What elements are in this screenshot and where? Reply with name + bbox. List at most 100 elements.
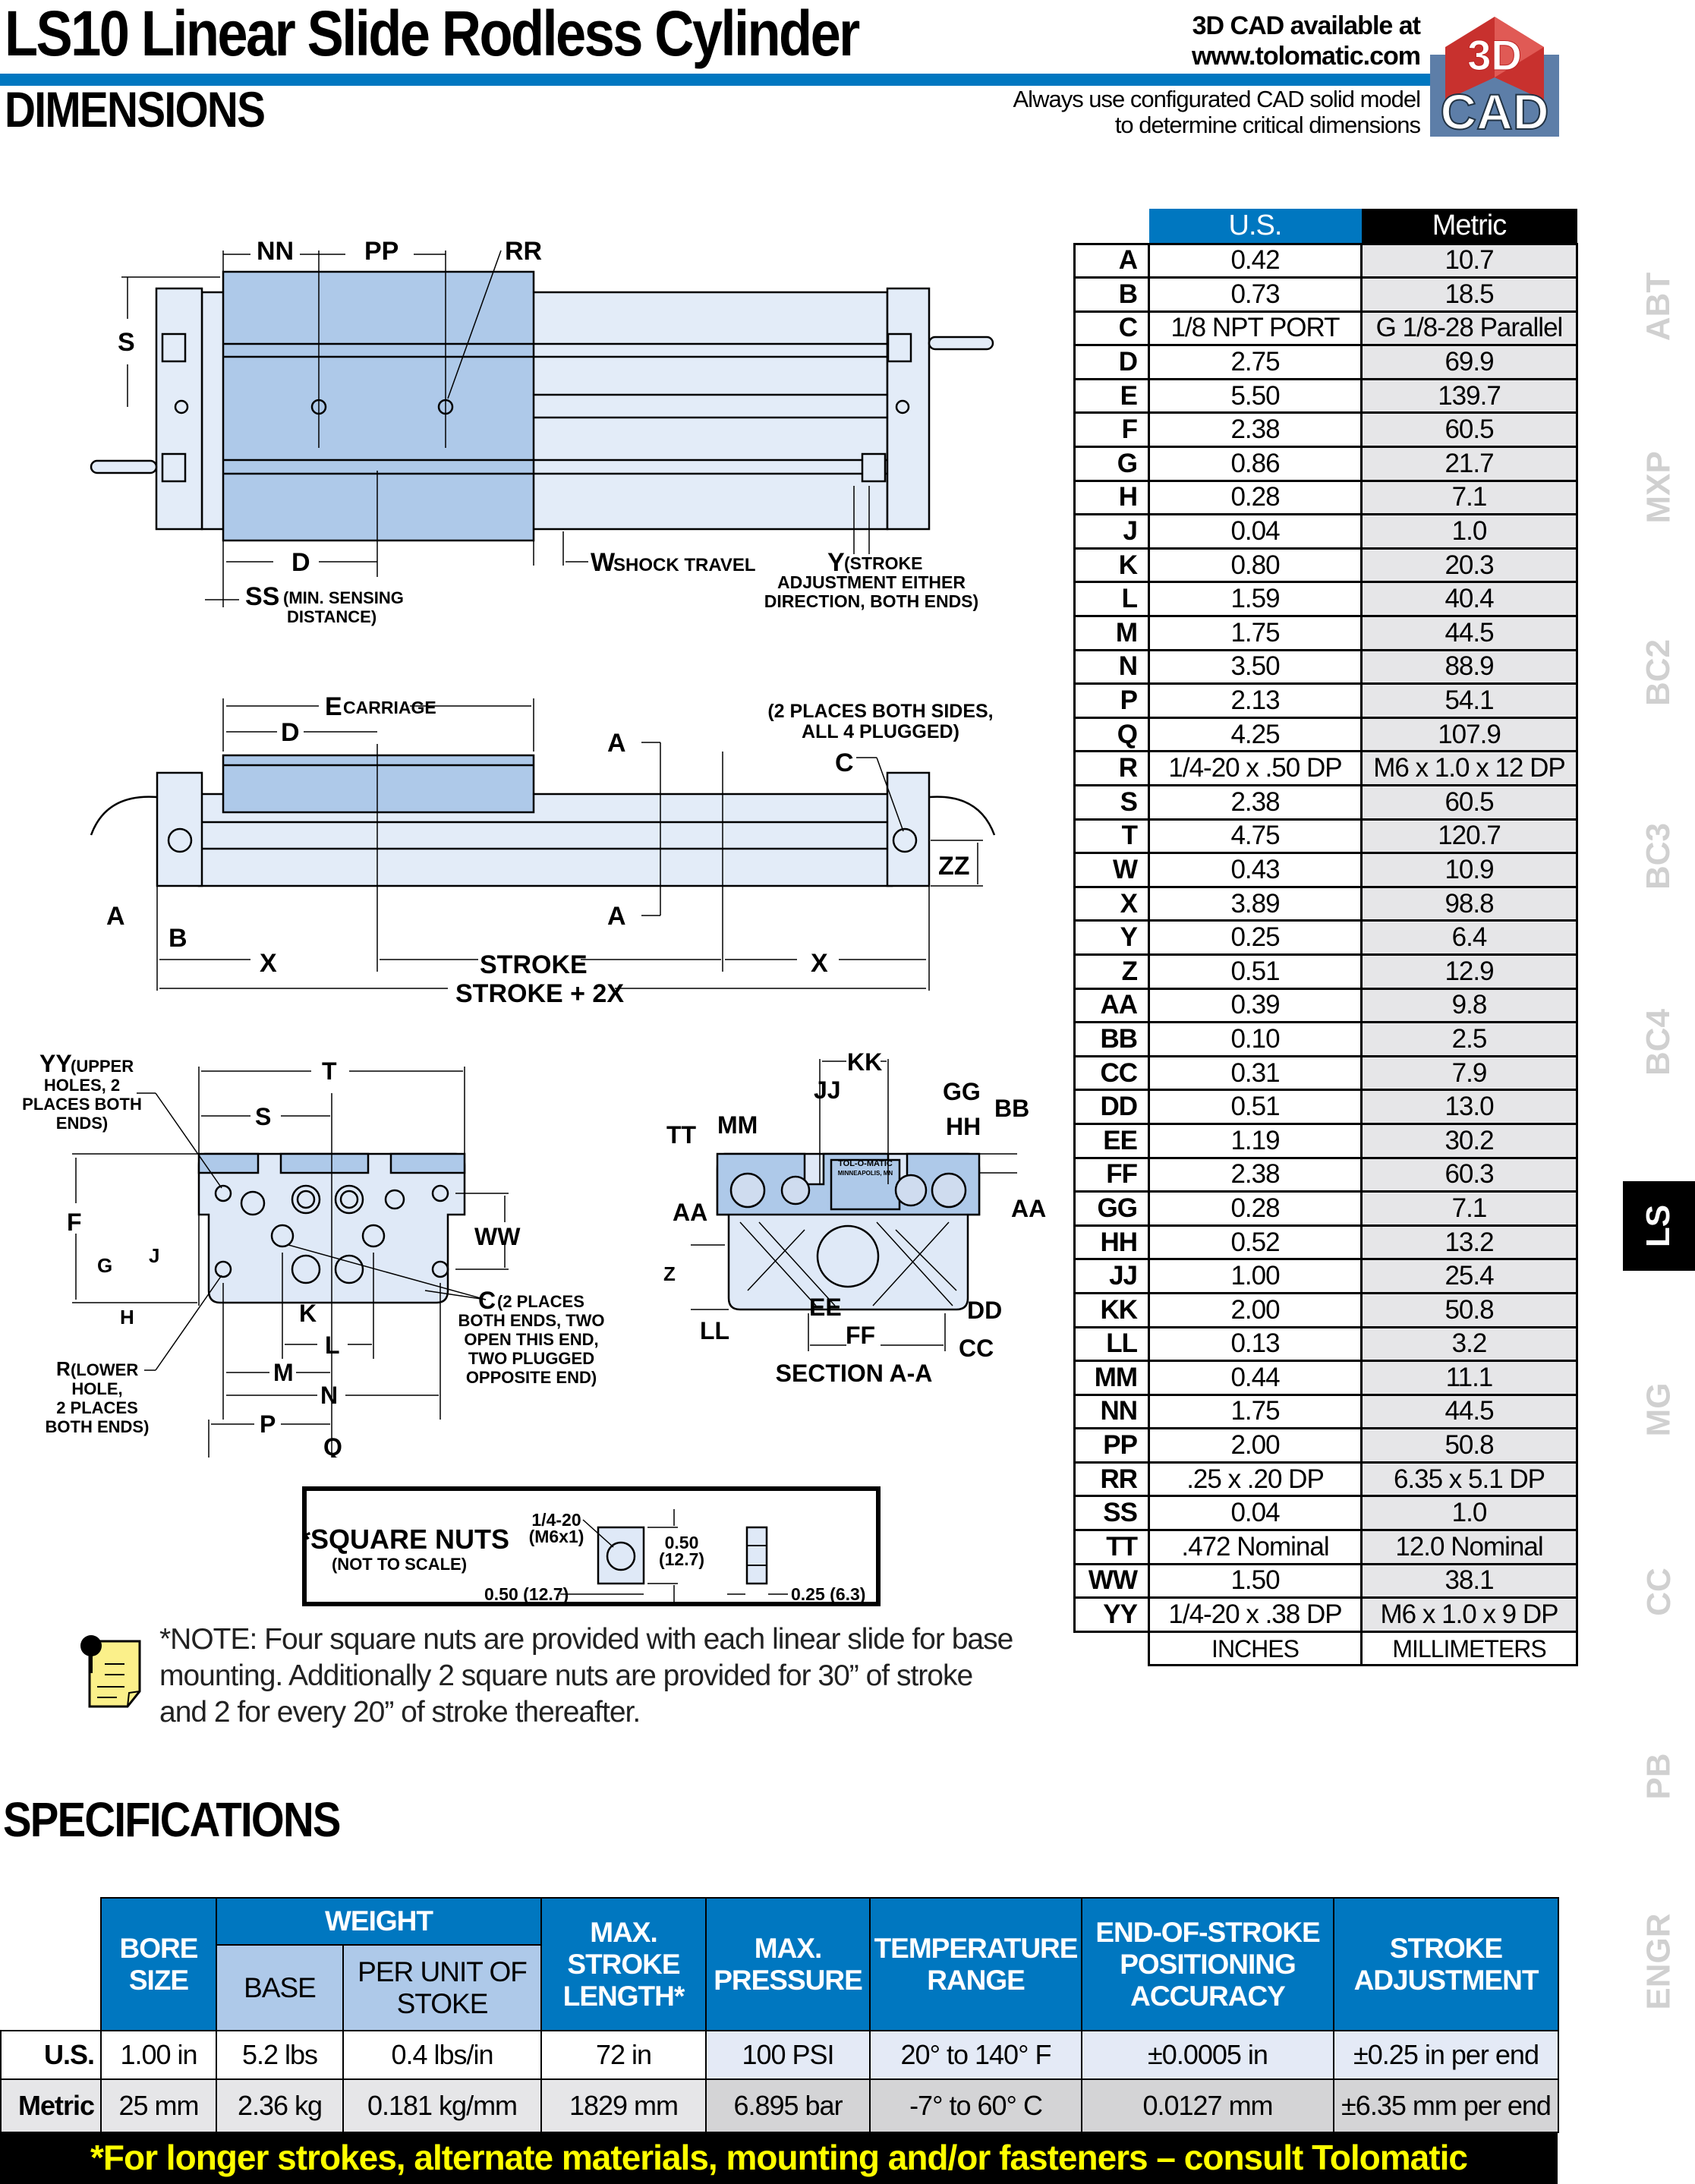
label-r-note-4: BOTH ENDS) [46, 1417, 150, 1436]
dimension-us: 2.00 [1148, 1427, 1363, 1464]
dimension-key: AA [1073, 987, 1150, 1024]
dimension-metric: 50.8 [1360, 1427, 1578, 1464]
dimension-us: 0.42 [1148, 242, 1363, 279]
side-tab-bc4[interactable]: BC4 [1623, 997, 1695, 1087]
section-title-dimensions: DIMENSIONS [5, 81, 266, 137]
dimension-metric: 18.5 [1360, 276, 1578, 313]
dimension-metric: 60.5 [1360, 784, 1578, 821]
nut-height-mm: (12.7) [659, 1549, 704, 1569]
dimension-metric: G 1/8-28 Parallel [1360, 310, 1578, 347]
label-r-note-3: 2 PLACES [56, 1398, 138, 1417]
label-ports-note-2: ALL 4 PLUGGED) [802, 721, 959, 742]
label-yy: YY [39, 1050, 72, 1077]
label-c-note-4: TWO PLUGGED [468, 1349, 594, 1368]
dimension-us: 0.44 [1148, 1360, 1363, 1396]
side-tab-ls[interactable]: LS [1623, 1181, 1695, 1271]
dimension-metric: 2.5 [1360, 1021, 1578, 1057]
side-tab-bc2[interactable]: BC2 [1623, 628, 1695, 717]
carriage [222, 754, 535, 814]
side-tab-engr[interactable]: ENGR [1623, 1913, 1695, 2009]
label-yy-note-2: HOLES, 2 [44, 1076, 120, 1095]
row-label: Metric [0, 2078, 102, 2133]
side-tab-mg[interactable]: MG [1623, 1365, 1695, 1454]
side-tab-bc3[interactable]: BC3 [1623, 812, 1695, 901]
dimension-metric: 9.8 [1360, 987, 1578, 1024]
label-x-left: X [260, 949, 277, 978]
section-title-specifications: SPECIFICATIONS [3, 1792, 341, 1847]
dimension-metric: 6.4 [1360, 919, 1578, 956]
square-nuts-subtitle: (NOT TO SCALE) [332, 1555, 467, 1574]
dimension-us: 0.39 [1148, 987, 1363, 1024]
label-nn: NN [257, 237, 294, 266]
temperature-range: -7° to 60° C [869, 2078, 1082, 2133]
dimension-us: 0.28 [1148, 1190, 1363, 1227]
footer-inches: INCHES [1148, 1631, 1363, 1667]
label-q: Q [323, 1433, 342, 1458]
dimension-metric: 40.4 [1360, 581, 1578, 618]
label-s: S [255, 1103, 271, 1130]
dimension-metric: 98.8 [1360, 885, 1578, 922]
label-zz: ZZ [938, 852, 970, 881]
side-tab-label: BC4 [1640, 1008, 1678, 1076]
dimension-key: A [1073, 242, 1150, 279]
note-line-1: *NOTE: Four square nuts are provided wit… [159, 1623, 1013, 1656]
dimension-metric: 60.3 [1360, 1156, 1578, 1193]
dimension-us: 0.10 [1148, 1021, 1363, 1057]
cad-note-2: to determine critical dimensions [1114, 112, 1421, 138]
label-rr: RR [505, 237, 542, 266]
top-view-drawing: NN PP RR S D W SHOCK TRAVEL Y (STROKE AD… [90, 237, 994, 626]
label-z: Z [663, 1262, 676, 1285]
cad-url[interactable]: www.tolomatic.com [1191, 42, 1421, 71]
dimension-metric: 38.1 [1360, 1562, 1578, 1599]
label-ll: LL [700, 1317, 729, 1344]
dimension-metric: 20.3 [1360, 547, 1578, 584]
dimension-key: Z [1073, 953, 1150, 990]
side-tab-cc[interactable]: CC [1623, 1547, 1695, 1637]
svg-text:CAD: CAD [1441, 84, 1549, 137]
side-tab-abt[interactable]: ABT [1623, 262, 1695, 351]
positioning-accuracy: 0.0127 mm [1081, 2078, 1334, 2133]
side-tab-pb[interactable]: PB [1623, 1732, 1695, 1821]
dimension-metric: 54.1 [1360, 682, 1578, 719]
dimension-metric: 107.9 [1360, 716, 1578, 753]
label-f: F [67, 1209, 82, 1236]
dimension-key: G [1073, 446, 1150, 482]
side-tab-label: ABT [1640, 272, 1678, 342]
label-y: Y [827, 548, 845, 577]
max-pressure: 6.895 bar [705, 2078, 871, 2133]
label-pp: PP [364, 237, 399, 266]
dimension-key: P [1073, 682, 1150, 719]
dimension-metric: 7.1 [1360, 479, 1578, 516]
side-tab-label: MXP [1640, 451, 1678, 524]
dimension-key: D [1073, 344, 1150, 380]
label-c: C [478, 1287, 496, 1314]
tolomatic-logo-city: MINNEAPOLIS, MN [838, 1170, 893, 1177]
header-bore-size: BORE SIZE [100, 1897, 217, 2031]
side-tab-mxp[interactable]: MXP [1623, 443, 1695, 532]
header-temperature: TEMPERATURE RANGE [869, 1897, 1082, 2031]
dimension-key: YY [1073, 1596, 1150, 1633]
row-label: U.S. [0, 2030, 102, 2080]
dimension-key: KK [1073, 1291, 1150, 1328]
label-r-note-2: HOLE, [71, 1379, 122, 1398]
dimension-key: BB [1073, 1021, 1150, 1057]
max-stroke: 72 in [540, 2030, 707, 2080]
dimension-metric: 12.0 Nominal [1360, 1529, 1578, 1565]
dimension-metric: 7.9 [1360, 1054, 1578, 1092]
label-yy-note-3: PLACES BOTH [22, 1095, 142, 1114]
